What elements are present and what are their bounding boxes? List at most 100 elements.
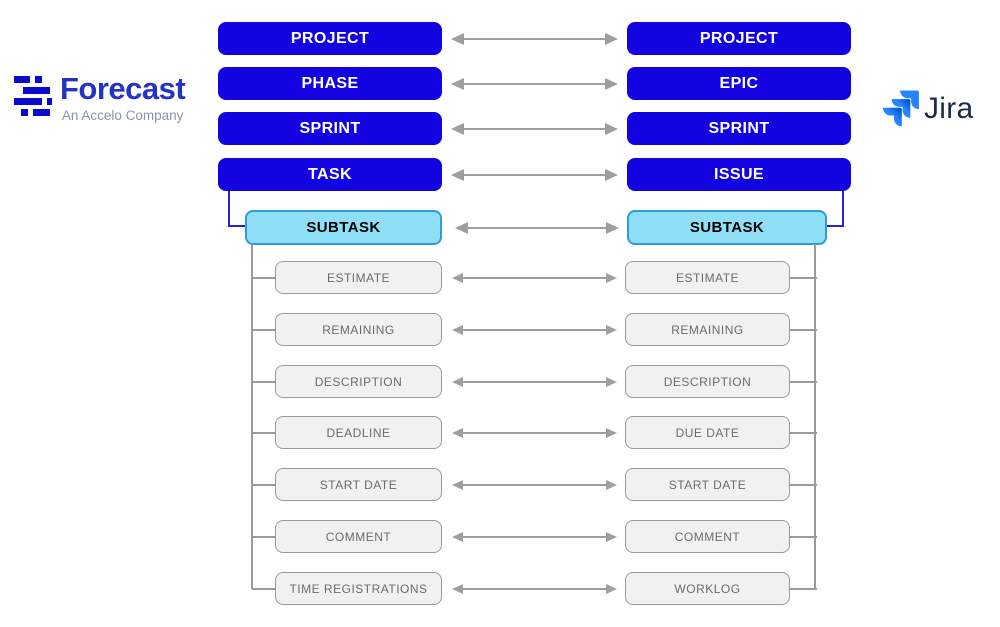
arrowhead-left-icon xyxy=(452,377,463,387)
bidirectional-arrow xyxy=(451,32,618,46)
arrowhead-right-icon xyxy=(606,273,617,283)
jira-entity-issue-label: ISSUE xyxy=(713,165,764,183)
jira-attr-worklog-label: WORKLOG xyxy=(674,581,741,596)
arrowhead-left-icon xyxy=(452,584,463,594)
forecast-entity-phase-label: PHASE xyxy=(301,74,359,92)
connector-stub xyxy=(790,536,817,538)
forecast-attr-estimate: ESTIMATE xyxy=(275,261,442,294)
jira-entity-project: PROJECT xyxy=(627,22,851,55)
arrowhead-right-icon xyxy=(606,222,619,234)
connector-stub xyxy=(252,484,275,486)
forecast-icon xyxy=(14,76,56,124)
jira-attr-estimate: ESTIMATE xyxy=(625,261,790,294)
arrowhead-left-icon xyxy=(452,428,463,438)
arrowhead-right-icon xyxy=(606,325,617,335)
arrowhead-right-icon xyxy=(605,33,618,45)
jira-entity-sprint-label: SPRINT xyxy=(708,119,770,137)
forecast-entity-project: PROJECT xyxy=(218,22,442,55)
bidirectional-arrow xyxy=(452,530,617,544)
forecast-tagline: An Accelo Company xyxy=(61,108,184,123)
jira-subtask-label: SUBTASK xyxy=(689,219,765,236)
jira-attr-estimate-label: ESTIMATE xyxy=(675,270,740,285)
jira-entity-epic-label: EPIC xyxy=(719,74,759,92)
forecast-attr-time-registrations-label: TIME REGISTRATIONS xyxy=(289,581,428,596)
forecast-attr-description: DESCRIPTION xyxy=(275,365,442,398)
connector-subtask-attrs-left xyxy=(251,244,253,589)
bidirectional-arrow xyxy=(452,375,617,389)
forecast-entity-task-label: TASK xyxy=(308,165,352,183)
jira-entity-sprint: SPRINT xyxy=(627,112,851,145)
forecast-attr-start-date: START DATE xyxy=(275,468,442,501)
jira-attr-description-label: DESCRIPTION xyxy=(663,374,752,389)
arrowhead-right-icon xyxy=(606,428,617,438)
arrowhead-right-icon xyxy=(605,78,618,90)
jira-attr-start-date: START DATE xyxy=(625,468,790,501)
jira-wordmark: Jira xyxy=(924,91,974,125)
forecast-attr-description-label: DESCRIPTION xyxy=(314,374,403,389)
jira-attr-worklog: WORKLOG xyxy=(625,572,790,605)
arrowhead-left-icon xyxy=(452,325,463,335)
forecast-attr-comment: COMMENT xyxy=(275,520,442,553)
connector-stub xyxy=(790,588,817,590)
connector-stub xyxy=(790,432,817,434)
bidirectional-arrow xyxy=(455,221,619,235)
arrowhead-left-icon xyxy=(451,78,464,90)
connector-stub xyxy=(252,588,275,590)
jira-icon xyxy=(883,90,919,127)
forecast-attr-deadline: DEADLINE xyxy=(275,416,442,449)
connector-stub xyxy=(252,329,275,331)
jira-attr-remaining-label: REMAINING xyxy=(671,322,744,337)
bidirectional-arrow xyxy=(452,426,617,440)
connector-stub xyxy=(252,432,275,434)
arrowhead-left-icon xyxy=(452,532,463,542)
jira-logo: Jira xyxy=(883,90,974,127)
jira-attr-remaining: REMAINING xyxy=(625,313,790,346)
bidirectional-arrow xyxy=(452,323,617,337)
forecast-attr-start-date-label: START DATE xyxy=(319,477,398,492)
arrowhead-left-icon xyxy=(451,123,464,135)
arrowhead-right-icon xyxy=(605,123,618,135)
arrowhead-right-icon xyxy=(606,377,617,387)
connector-stub xyxy=(790,277,817,279)
jira-attr-start-date-label: START DATE xyxy=(668,477,747,492)
bidirectional-arrow xyxy=(451,168,618,182)
arrowhead-right-icon xyxy=(605,169,618,181)
jira-entity-issue: ISSUE xyxy=(627,158,851,191)
connector-issue-subtask xyxy=(827,191,844,227)
jira-attr-due-date-label: DUE DATE xyxy=(675,425,740,440)
arrowhead-left-icon xyxy=(455,222,468,234)
connector-stub xyxy=(252,536,275,538)
forecast-attr-estimate-label: ESTIMATE xyxy=(326,270,391,285)
arrowhead-left-icon xyxy=(452,480,463,490)
forecast-attr-comment-label: COMMENT xyxy=(325,529,392,544)
bidirectional-arrow xyxy=(452,582,617,596)
bidirectional-arrow xyxy=(451,77,618,91)
arrowhead-left-icon xyxy=(451,169,464,181)
jira-attr-comment: COMMENT xyxy=(625,520,790,553)
forecast-entity-task: TASK xyxy=(218,158,442,191)
arrowhead-left-icon xyxy=(451,33,464,45)
forecast-attr-remaining: REMAINING xyxy=(275,313,442,346)
jira-entity-epic: EPIC xyxy=(627,67,851,100)
forecast-attr-deadline-label: DEADLINE xyxy=(326,425,391,440)
jira-attr-due-date: DUE DATE xyxy=(625,416,790,449)
connector-subtask-attrs-right xyxy=(814,244,816,589)
arrowhead-right-icon xyxy=(606,480,617,490)
connector-stub xyxy=(252,381,275,383)
forecast-wordmark: Forecast xyxy=(60,71,186,106)
connector-stub xyxy=(790,484,817,486)
forecast-entity-sprint-label: SPRINT xyxy=(299,119,361,137)
jira-attr-description: DESCRIPTION xyxy=(625,365,790,398)
connector-stub xyxy=(790,381,817,383)
jira-entity-project-label: PROJECT xyxy=(699,29,779,47)
forecast-entity-sprint: SPRINT xyxy=(218,112,442,145)
bidirectional-arrow xyxy=(451,122,618,136)
connector-task-subtask xyxy=(228,191,245,227)
forecast-logo: Forecast An Accelo Company xyxy=(14,71,186,124)
arrowhead-left-icon xyxy=(452,273,463,283)
forecast-entity-phase: PHASE xyxy=(218,67,442,100)
bidirectional-arrow xyxy=(452,271,617,285)
connector-stub xyxy=(790,329,817,331)
bidirectional-arrow xyxy=(452,478,617,492)
